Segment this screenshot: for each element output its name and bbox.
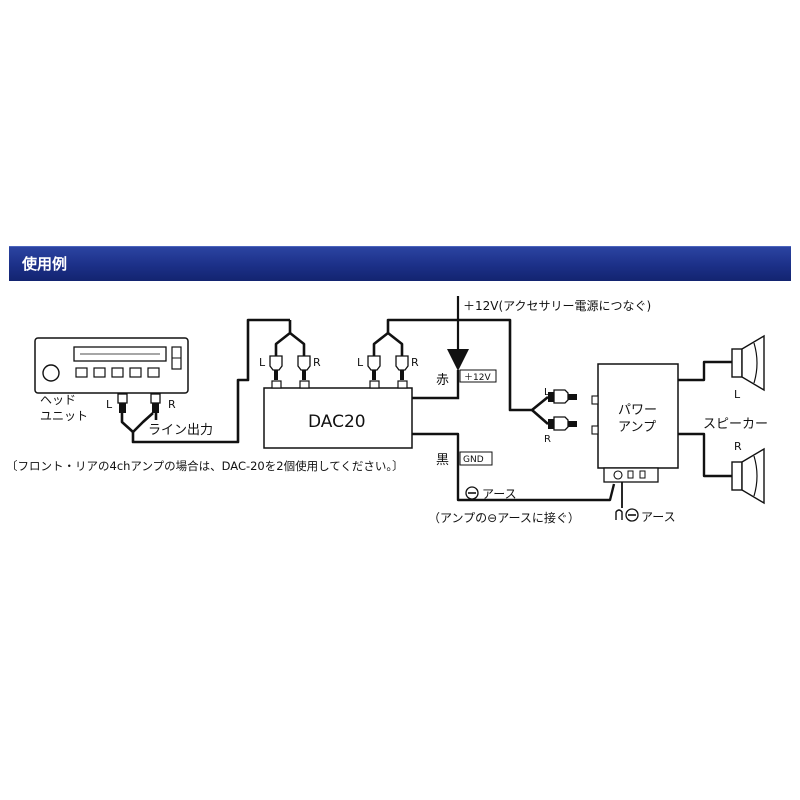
head-unit-rca-left-plug-icon [117, 393, 128, 413]
speaker-left-label: L [734, 388, 741, 401]
head-unit-rca-right-plug-icon [150, 393, 161, 413]
ground-wire [412, 432, 616, 502]
power-amp-label-line1: パワー [618, 403, 657, 418]
dac20-label: DAC20 [308, 412, 366, 432]
head-unit-left-label: L [106, 398, 113, 411]
dac-input-left-label: L [259, 356, 266, 369]
dac-input-left-plug-icon [269, 355, 283, 380]
line-output-cable [120, 318, 290, 444]
plus12v-terminal-label: ＋12V [464, 372, 491, 383]
dac20-unit [263, 380, 413, 449]
dac-input-right-label: R [313, 356, 321, 369]
speaker-label: スピーカー [703, 417, 768, 432]
dac-output-left-label: L [357, 356, 364, 369]
head-unit-right-label: R [168, 398, 176, 411]
speaker-right-label: R [734, 440, 742, 453]
power-amp-label-line2: アンプ [618, 420, 656, 435]
dac-output-right-label: R [411, 356, 419, 369]
dac-output-cable [372, 318, 549, 425]
gnd-terminal-tag [459, 451, 493, 466]
dac-input-right-plug-icon [297, 355, 311, 380]
gnd-terminal-label: GND [463, 455, 484, 465]
amp-input-right-label: R [544, 434, 551, 445]
amp-input-right-plug-icon [548, 416, 577, 431]
amp-input-left-label: L [544, 387, 550, 398]
head-unit [34, 337, 189, 394]
speaker-right-icon [731, 447, 765, 505]
power-amp-unit [591, 363, 679, 483]
plus12v-terminal-tag [459, 369, 497, 383]
dac-input-cable [274, 320, 306, 356]
black-wire-label: 黒 [436, 453, 449, 468]
head-unit-label-line2: ユニット [40, 409, 88, 423]
amp-input-left-plug-icon [548, 389, 577, 404]
preset-buttons [75, 367, 160, 378]
head-unit-label-line1: ヘッド [40, 393, 76, 407]
red-wire-label: 赤 [436, 373, 449, 388]
red-wire [412, 370, 460, 400]
amp-ground-label: アース [641, 510, 676, 524]
speaker-wires [678, 360, 732, 478]
section-title: 使用例 [22, 255, 68, 273]
amp-ground-terminal-icon [613, 470, 623, 480]
ground-lug-icon [615, 509, 623, 520]
power-note: ＋12V(アクセサリー電源につなぐ) [463, 299, 651, 313]
section-header-bar: 使用例 [9, 246, 791, 281]
line-output-label: ライン出力 [148, 423, 213, 438]
dac-output-right-plug-icon [395, 355, 409, 380]
ground-note: （アンプの⊖アースに接ぐ） [428, 510, 580, 525]
dac-output-left-plug-icon [367, 355, 381, 380]
usage-note: 〔フロント・リアの4chアンプの場合は、DAC-20を2個使用してください。〕 [6, 459, 404, 473]
volume-knob-icon [42, 364, 60, 382]
ground-label: アース [482, 487, 517, 501]
speaker-left-icon [731, 334, 765, 392]
